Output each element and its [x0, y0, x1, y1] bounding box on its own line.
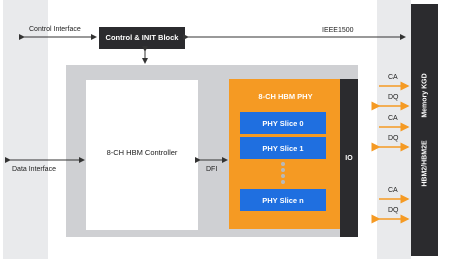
ca-label-1: CA — [388, 74, 398, 81]
hbm-controller-block — [86, 80, 198, 230]
phy-slice-n: PHY Slice n — [240, 189, 326, 211]
phy-slice-0: PHY Slice 0 — [240, 112, 326, 134]
dq-label-1: DQ — [388, 94, 399, 101]
dfi-label: DFI — [206, 166, 218, 173]
dq-label-2: DQ — [388, 135, 399, 142]
phy-slice-1: PHY Slice 1 — [240, 137, 326, 159]
memory-kgd-bar — [411, 4, 438, 256]
left-interface-column — [3, 0, 48, 259]
io-block — [340, 79, 358, 237]
ieee1500-label: IEEE1500 — [322, 27, 354, 34]
dq-label-3: DQ — [388, 207, 399, 214]
ca-label-3: CA — [388, 187, 398, 194]
io-label: IO — [345, 155, 353, 162]
hbm-controller-label: 8-CH HBM Controller — [106, 148, 178, 157]
hbm-phy-label: 8-CH HBM PHY — [258, 92, 313, 101]
data-interface-label: Data Interface — [12, 166, 56, 173]
control-init-label: Control & INIT Block — [105, 33, 179, 42]
control-interface-label: Control Interface — [29, 26, 81, 33]
slice-continuation-dots — [281, 162, 285, 186]
ca-label-2: CA — [388, 115, 398, 122]
control-init-block — [99, 27, 185, 49]
